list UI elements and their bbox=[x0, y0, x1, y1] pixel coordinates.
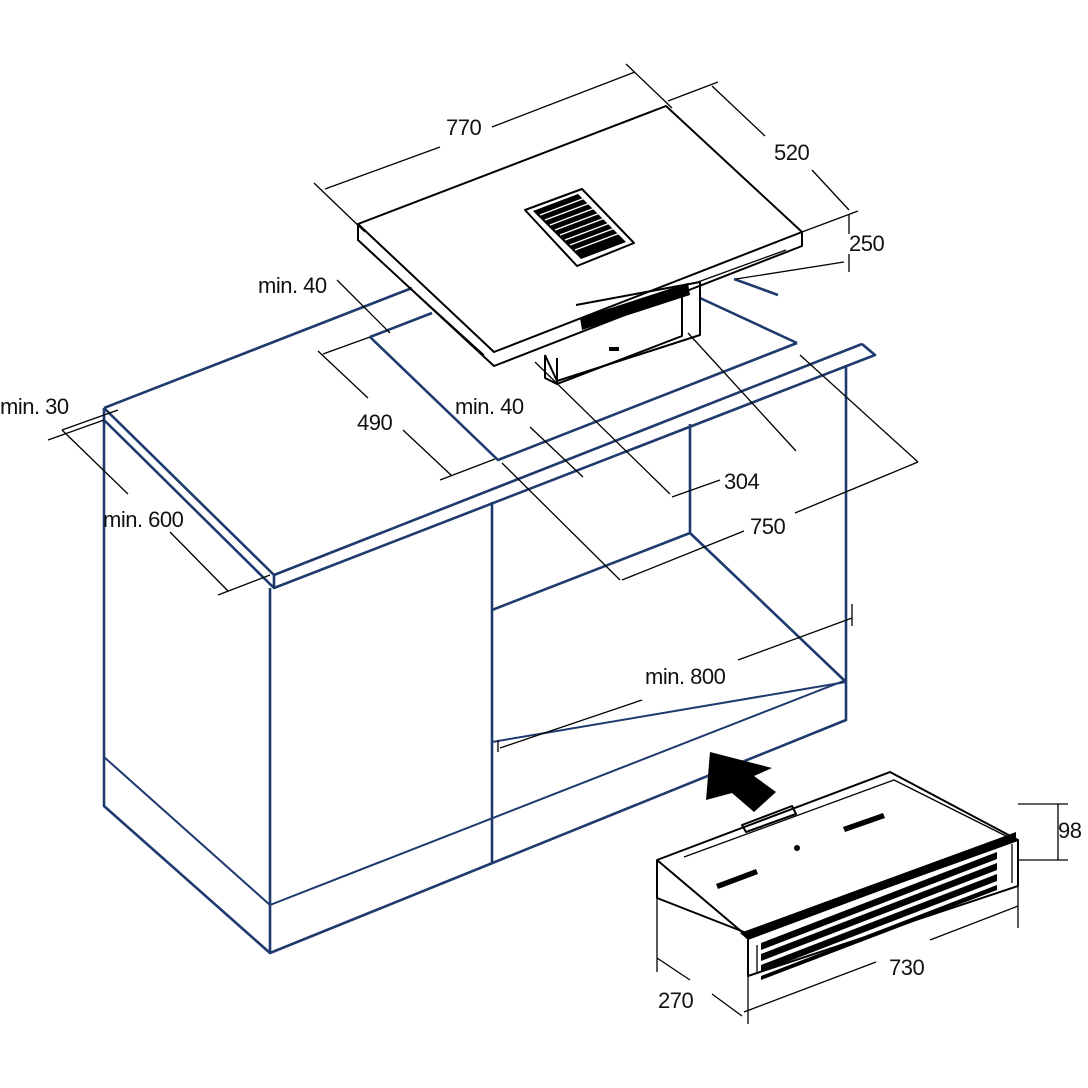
hob-body bbox=[544, 281, 701, 382]
cabinet-front bbox=[269, 365, 848, 955]
label-fan-depth: 270 bbox=[658, 988, 693, 1013]
label-fan-height: 98 bbox=[1058, 818, 1082, 843]
hob-fan-housing bbox=[544, 296, 683, 385]
fan-front-grille bbox=[740, 832, 1016, 980]
hob-vent-grille bbox=[533, 194, 626, 259]
label-side-clearance: min. 40 bbox=[455, 394, 524, 419]
fan-top-hole bbox=[794, 845, 800, 851]
compartment-bottom bbox=[491, 681, 847, 743]
fan-dimension-lines bbox=[656, 803, 1068, 1024]
fan-mounting-bracket bbox=[741, 805, 797, 833]
hob-fan-outlet bbox=[580, 283, 690, 330]
label-cabinet-width: min. 800 bbox=[645, 664, 726, 689]
hob-cutout bbox=[369, 296, 798, 462]
hob-underside bbox=[363, 245, 787, 356]
hob bbox=[357, 105, 803, 385]
hob-vent-slats bbox=[539, 197, 621, 251]
plinth-line-left bbox=[103, 756, 271, 906]
plinth-line-front bbox=[269, 679, 847, 906]
label-worktop-depth: min. 600 bbox=[103, 507, 184, 532]
label-front-clearance: min. 40 bbox=[258, 273, 327, 298]
hob-vent-frame bbox=[524, 188, 635, 267]
dimension-lines bbox=[47, 63, 919, 752]
arrow-up-left-icon bbox=[706, 752, 776, 812]
fan-unit bbox=[656, 771, 1019, 980]
fan-top-slot-left bbox=[716, 869, 758, 889]
worktop-front-thickness bbox=[102, 343, 877, 590]
hob-glass-edge bbox=[357, 224, 803, 367]
fan-top-back-edge bbox=[683, 779, 1007, 858]
label-hob-height: 250 bbox=[849, 231, 884, 256]
hob-outlet-marker bbox=[609, 347, 619, 351]
cabinet bbox=[102, 277, 877, 955]
fan-top-slot-right bbox=[843, 813, 885, 832]
compartment-back bbox=[491, 424, 847, 683]
fan-front-inner bbox=[756, 844, 1013, 972]
label-worktop-thickness: min. 30 bbox=[0, 394, 69, 419]
label-cutout-depth: 490 bbox=[357, 410, 392, 435]
label-fan-offset: 304 bbox=[724, 469, 759, 494]
label-hob-width: 770 bbox=[446, 115, 481, 140]
label-cutout-width: 750 bbox=[750, 514, 785, 539]
dimension-labels: 770 520 250 min. 40 490 min. 40 min. 30 … bbox=[0, 115, 1082, 1013]
cabinet-left-side bbox=[102, 420, 272, 955]
worktop-back-edge bbox=[733, 277, 779, 297]
label-fan-width: 730 bbox=[889, 955, 924, 980]
label-hob-depth: 520 bbox=[774, 140, 809, 165]
